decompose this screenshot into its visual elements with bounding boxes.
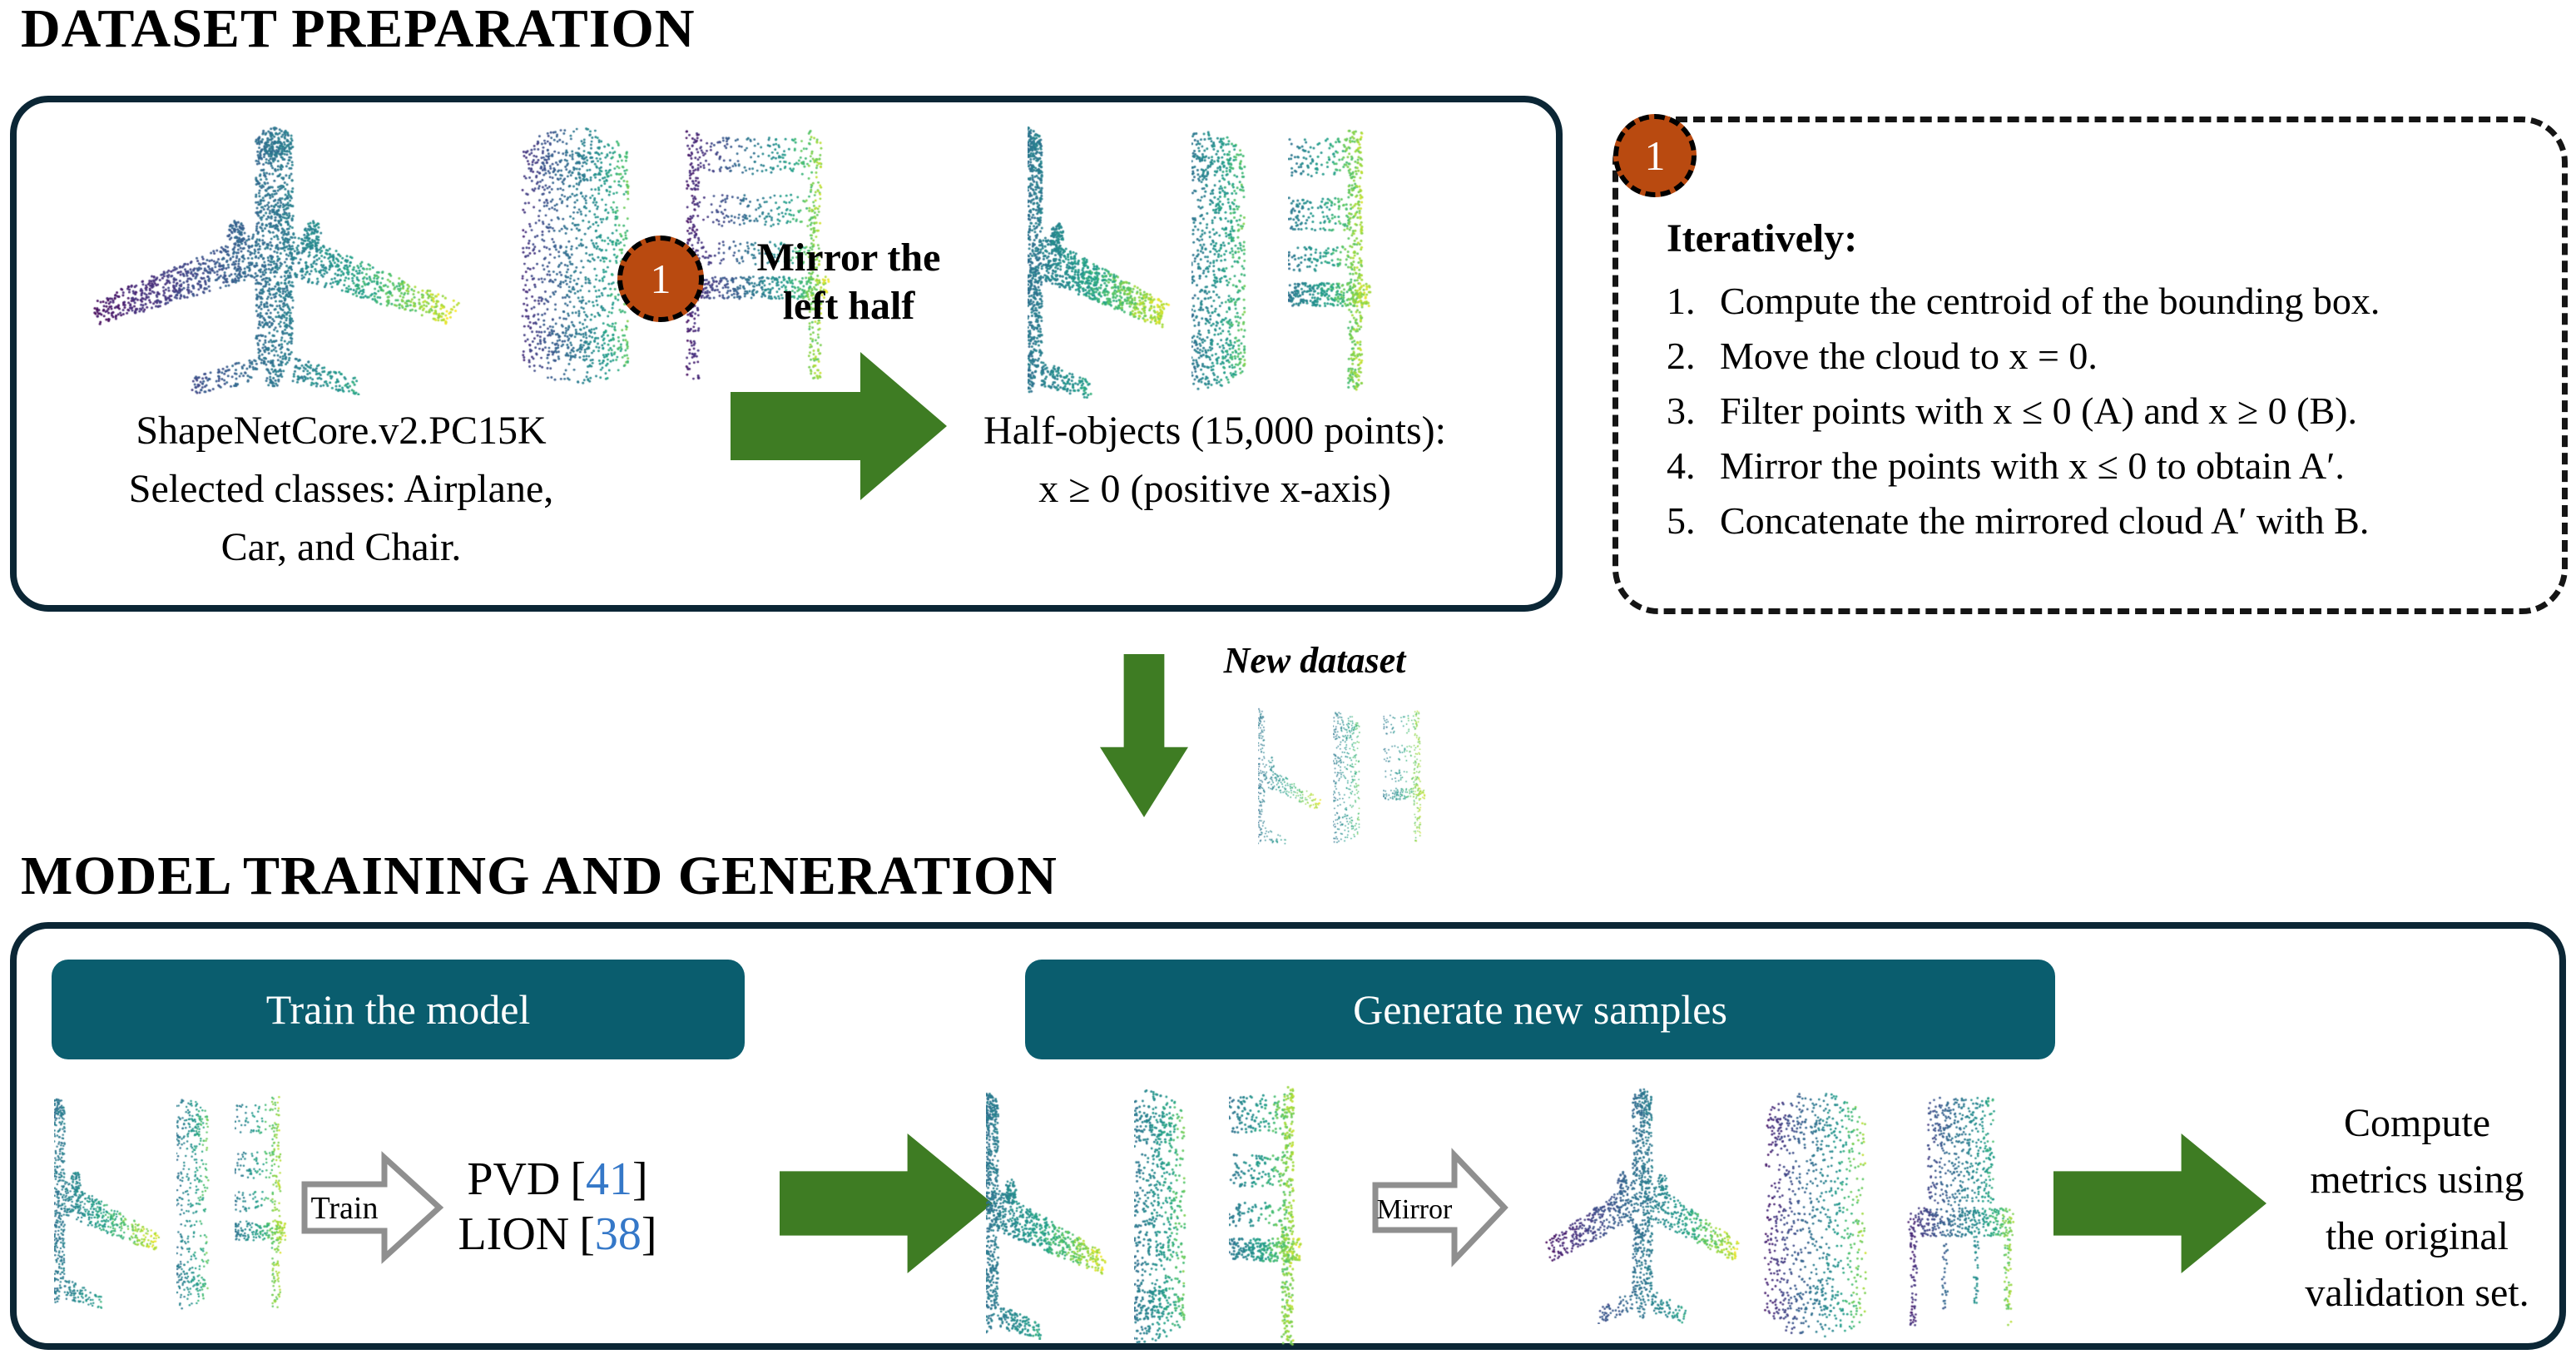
pointcloud-airplane-generated	[1539, 1087, 1746, 1324]
badge-number: 1	[650, 255, 671, 302]
caption-line: validation set.	[2305, 1271, 2529, 1315]
model-training-title: MODEL TRAINING AND GENERATION	[21, 846, 1058, 906]
pointcloud-airplane-half	[1028, 125, 1177, 399]
pointcloud-chair-generated	[1890, 1092, 2029, 1333]
pointcloud-car-half	[1191, 126, 1275, 394]
caption-line: the original	[2326, 1214, 2509, 1258]
new-dataset-label: New dataset	[1223, 640, 1406, 681]
model-citation: PVD[41]	[467, 1153, 648, 1205]
pointcloud-chair-half	[1288, 125, 1380, 395]
caption-line: Selected classes: Airplane,	[128, 467, 554, 511]
pointcloud-chair-full	[671, 125, 837, 384]
model-training-box: Train the model Generate new samples Tra…	[10, 922, 2566, 1350]
train-arrow-label: Train	[311, 1191, 379, 1226]
caption-line: ShapeNetCore.v2.PC15K	[136, 409, 547, 453]
compute-metrics-caption: Compute metrics using the original valid…	[2263, 1095, 2571, 1322]
pointcloud-airplane-half-thumb	[1258, 707, 1325, 847]
badge-number: 1	[1644, 132, 1666, 179]
mirror-arrow-icon: Mirror	[1372, 1148, 1508, 1267]
iteration-step: 3. Filter points with x ≤ 0 (A) and x ≥ …	[1667, 389, 2357, 432]
pointcloud-airplane-half	[986, 1090, 1115, 1340]
iteration-step: 4. Mirror the points with x ≤ 0 to obtai…	[1667, 444, 2345, 487]
iteration-step: 2. Move the cloud to x = 0.	[1667, 335, 2098, 377]
iteration-step: 1. Compute the centroid of the bounding …	[1667, 280, 2380, 322]
mirror-arrow-label: Mirror	[1377, 1194, 1453, 1225]
half-objects-caption: Half-objects (15,000 points): x ≥ 0 (pos…	[924, 402, 1506, 518]
step-1-badge: 1	[1613, 114, 1697, 197]
caption-line: x ≥ 0 (positive x-axis)	[1038, 467, 1391, 511]
caption-line: Compute	[2344, 1101, 2490, 1145]
iteration-step-list: 1. Compute the centroid of the bounding …	[1667, 274, 2540, 548]
caption-line: metrics using	[2310, 1158, 2524, 1202]
pointcloud-chair-half	[1229, 1082, 1309, 1350]
iteratively-heading: Iteratively:	[1667, 216, 1858, 260]
pointcloud-car-half	[176, 1094, 226, 1312]
iteration-step: 5. Concatenate the mirrored cloud A′ wit…	[1667, 499, 2370, 542]
pointcloud-airplane-full	[79, 125, 470, 395]
reference-number: 41	[586, 1153, 633, 1205]
model-citation: LION[38]	[458, 1208, 657, 1260]
pointcloud-car-half-thumb	[1333, 711, 1375, 844]
pointcloud-airplane-half	[54, 1094, 166, 1309]
pointcloud-car-generated	[1752, 1090, 1879, 1340]
pointcloud-car-half	[1134, 1086, 1213, 1346]
pointcloud-chair-half	[235, 1092, 291, 1313]
train-the-model-header: Train the model	[52, 960, 745, 1059]
generate-process-arrow-icon	[780, 1133, 993, 1273]
pointcloud-chair-half-thumb	[1383, 708, 1429, 845]
caption-line: Half-objects (15,000 points):	[983, 409, 1446, 453]
train-arrow-icon: Train	[301, 1151, 444, 1264]
iteration-steps-box: 1 Iteratively: 1. Compute the centroid o…	[1612, 114, 2568, 614]
source-dataset-caption: ShapeNetCore.v2.PC15K Selected classes: …	[67, 402, 616, 577]
mirror-left-half-label: Mirror the left half	[756, 236, 941, 328]
model-citations: PVD[41] LION[38]	[358, 1152, 757, 1262]
reference-number: 38	[594, 1208, 642, 1260]
caption-line: Car, and Chair.	[220, 525, 462, 569]
step-1-badge: 1	[617, 236, 704, 322]
dataset-preparation-title: DATASET PREPARATION	[21, 0, 696, 59]
new-dataset-arrow-icon	[1100, 654, 1188, 817]
dataset-preparation-box: ShapeNetCore.v2.PC15K Selected classes: …	[10, 96, 1563, 612]
metrics-process-arrow-icon	[2053, 1133, 2266, 1273]
generate-new-samples-header: Generate new samples	[1025, 960, 2055, 1059]
